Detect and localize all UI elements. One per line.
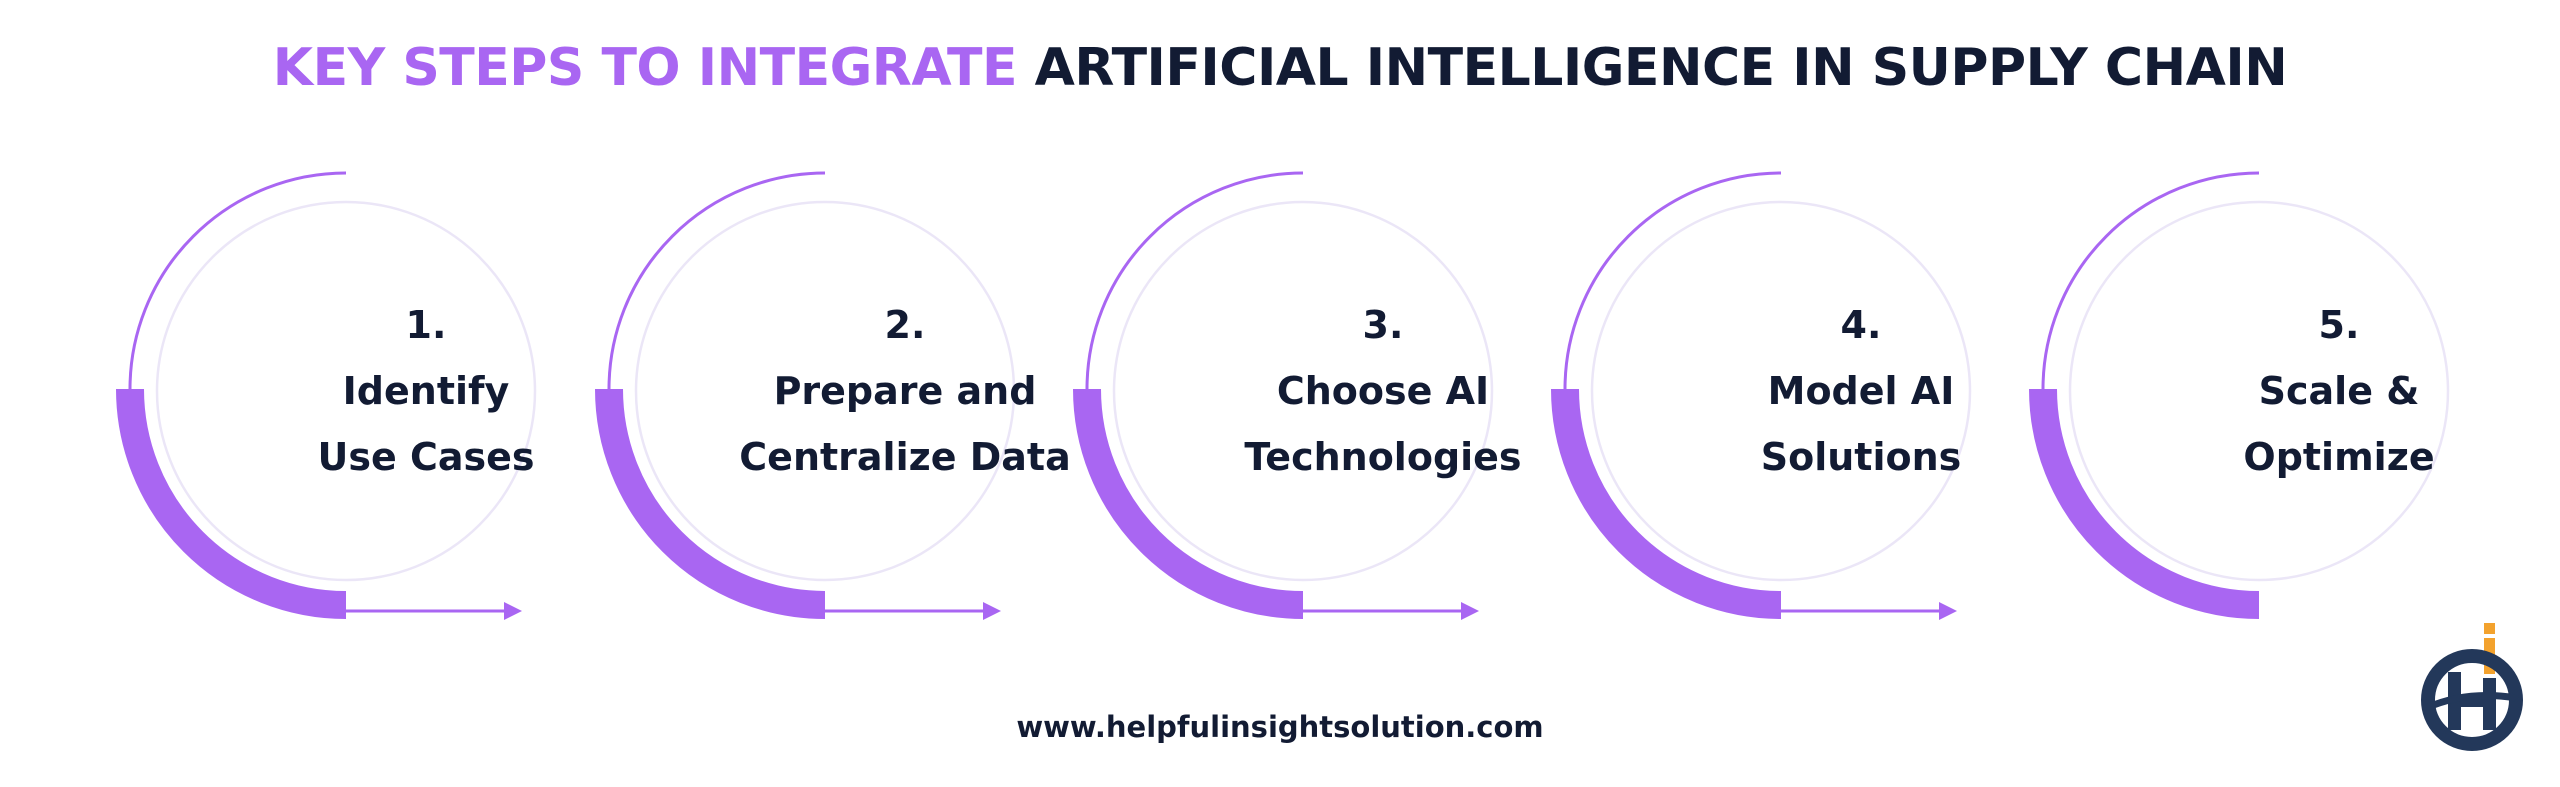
step-3: 3. Choose AI Technologies xyxy=(1067,165,1527,635)
step-title-line1: Model AI xyxy=(1767,369,1955,413)
step-number: 2. xyxy=(884,303,926,347)
step-ring xyxy=(2029,171,2450,619)
page-title: KEY STEPS TO INTEGRATE ARTIFICIAL INTELL… xyxy=(0,38,2560,98)
step-number: 1. xyxy=(405,303,447,347)
step-title-line2: Solutions xyxy=(1760,435,1962,479)
helpful-insight-logo-icon xyxy=(2421,623,2523,751)
step-title-line2: Technologies xyxy=(1244,435,1522,479)
step-title-line1: Choose AI xyxy=(1276,369,1490,413)
step-4: 4. Model AI Solutions xyxy=(1545,165,2005,635)
step-label: 4. Model AI Solutions xyxy=(1671,201,2051,581)
step-label: 3. Choose AI Technologies xyxy=(1193,201,1573,581)
title-highlight: KEY STEPS TO INTEGRATE xyxy=(272,38,1018,98)
step-title-line2: Centralize Data xyxy=(739,435,1071,479)
title-rest: ARTIFICIAL INTELLIGENCE IN SUPPLY CHAIN xyxy=(1034,38,2288,98)
step-title-line1: Scale & xyxy=(2258,369,2420,413)
step-title-line2: Optimize xyxy=(2243,435,2435,479)
step-ring xyxy=(116,171,537,620)
step-number: 3. xyxy=(1362,303,1404,347)
website-url: www.helpfulinsightsolution.com xyxy=(1016,710,1544,744)
step-1: 1. Identify Use Cases xyxy=(110,165,570,635)
step-ring xyxy=(1551,171,1972,620)
step-number: 4. xyxy=(1840,303,1882,347)
step-title-line2: Use Cases xyxy=(317,435,535,479)
step-title-line1: Prepare and xyxy=(773,369,1037,413)
step-number: 5. xyxy=(2318,303,2360,347)
step-5: 5. Scale & Optimize xyxy=(2023,165,2483,635)
step-title-line1: Identify xyxy=(342,369,510,413)
step-ring xyxy=(595,171,1016,620)
step-ring xyxy=(1073,171,1494,620)
step-2: 2. Prepare and Centralize Data xyxy=(589,165,1071,635)
step-label: 1. Identify Use Cases xyxy=(236,201,616,581)
step-label: 2. Prepare and Centralize Data xyxy=(715,201,1095,581)
step-label: 5. Scale & Optimize xyxy=(2149,201,2529,581)
